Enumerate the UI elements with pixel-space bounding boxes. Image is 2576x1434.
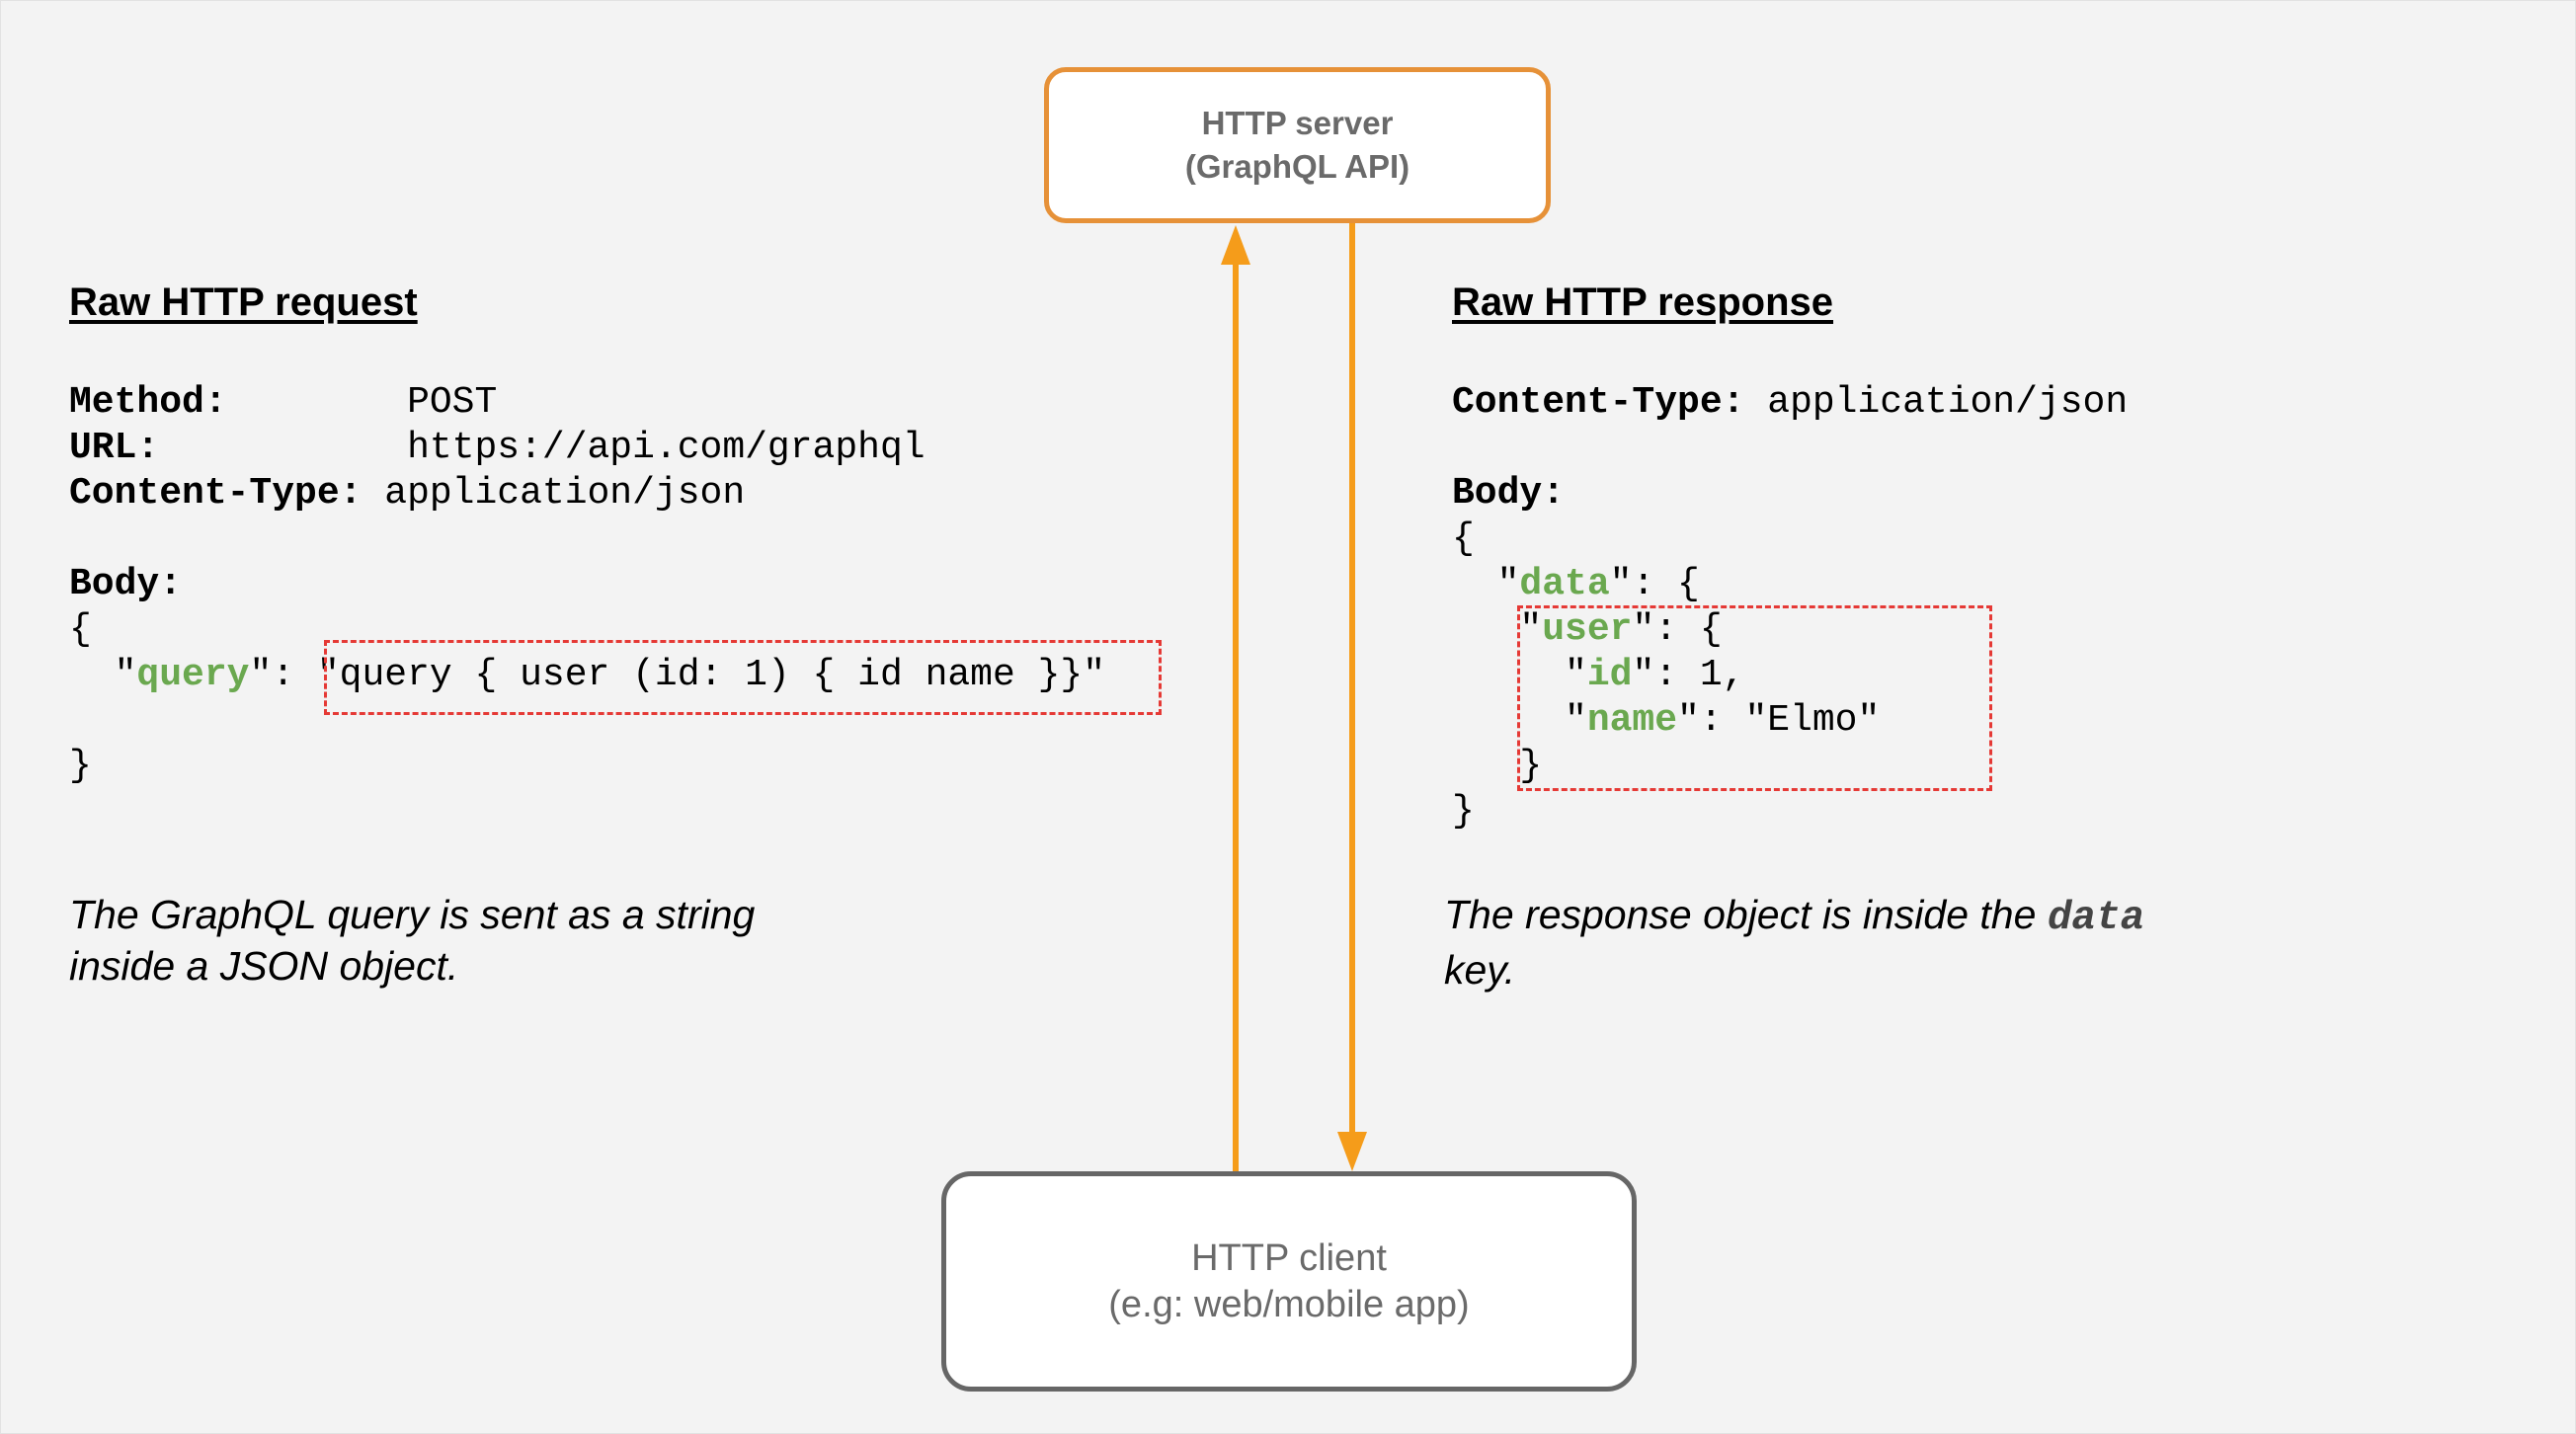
query-value: "query { user (id: 1) { id name }}" [316, 654, 1106, 696]
server-title: HTTP server [1201, 105, 1394, 141]
client-title: HTTP client [1191, 1236, 1387, 1279]
request-heading: Raw HTTP request [69, 280, 418, 324]
response-content-type-value: application/json [1767, 381, 2129, 424]
user-highlight-box [1517, 605, 1992, 791]
id-value: 1, [1699, 654, 1745, 696]
request-open-brace: { [69, 608, 92, 651]
request-caption: The GraphQL query is sent as a string in… [69, 889, 755, 992]
response-content-type-label: Content-Type: [1452, 381, 1745, 424]
data-key: data [1519, 563, 1610, 605]
response-caption-line2: key. [1444, 947, 1516, 993]
name-key: name [1586, 699, 1678, 742]
client-subtitle: (e.g: web/mobile app) [1108, 1283, 1470, 1325]
request-body-label: Body: [69, 563, 183, 605]
request-caption-line1: The GraphQL query is sent as a string [69, 892, 756, 937]
method-label: Method: [69, 381, 227, 424]
http-server-box: HTTP server (GraphQL API) [1044, 67, 1551, 223]
server-subtitle: (GraphQL API) [1184, 148, 1410, 185]
response-caption: The response object is inside the data k… [1444, 889, 2144, 996]
id-key: id [1586, 654, 1633, 696]
response-caption-code: data [2047, 896, 2145, 941]
request-headers: Method: POST URL: https://api.com/graphq… [69, 381, 1106, 787]
response-caption-line1: The response object is inside the data [1444, 889, 2144, 944]
query-highlight-box [324, 640, 1162, 715]
name-value: "Elmo" [1744, 699, 1881, 742]
response-heading: Raw HTTP response [1452, 280, 1834, 324]
user-close-brace: } [1519, 745, 1543, 787]
request-caption-line2: inside a JSON object. [69, 943, 459, 989]
user-key: user [1542, 608, 1633, 651]
query-key: query [136, 654, 250, 696]
http-client-box: HTTP client (e.g: web/mobile app) [941, 1171, 1637, 1392]
url-label: URL: [69, 427, 160, 469]
response-headers: Content-Type: application/json Body: { "… [1452, 381, 2129, 833]
response-caption-prefix: The response object is inside the [1444, 892, 2037, 937]
request-content-type-value: application/json [384, 472, 746, 515]
response-close-brace: } [1452, 790, 1475, 833]
request-close-brace: } [69, 745, 92, 787]
response-open-brace: { [1452, 518, 1475, 560]
method-value: POST [407, 381, 498, 424]
response-body-label: Body: [1452, 472, 1566, 515]
url-value: https://api.com/graphql [407, 427, 926, 469]
request-content-type-label: Content-Type: [69, 472, 362, 515]
